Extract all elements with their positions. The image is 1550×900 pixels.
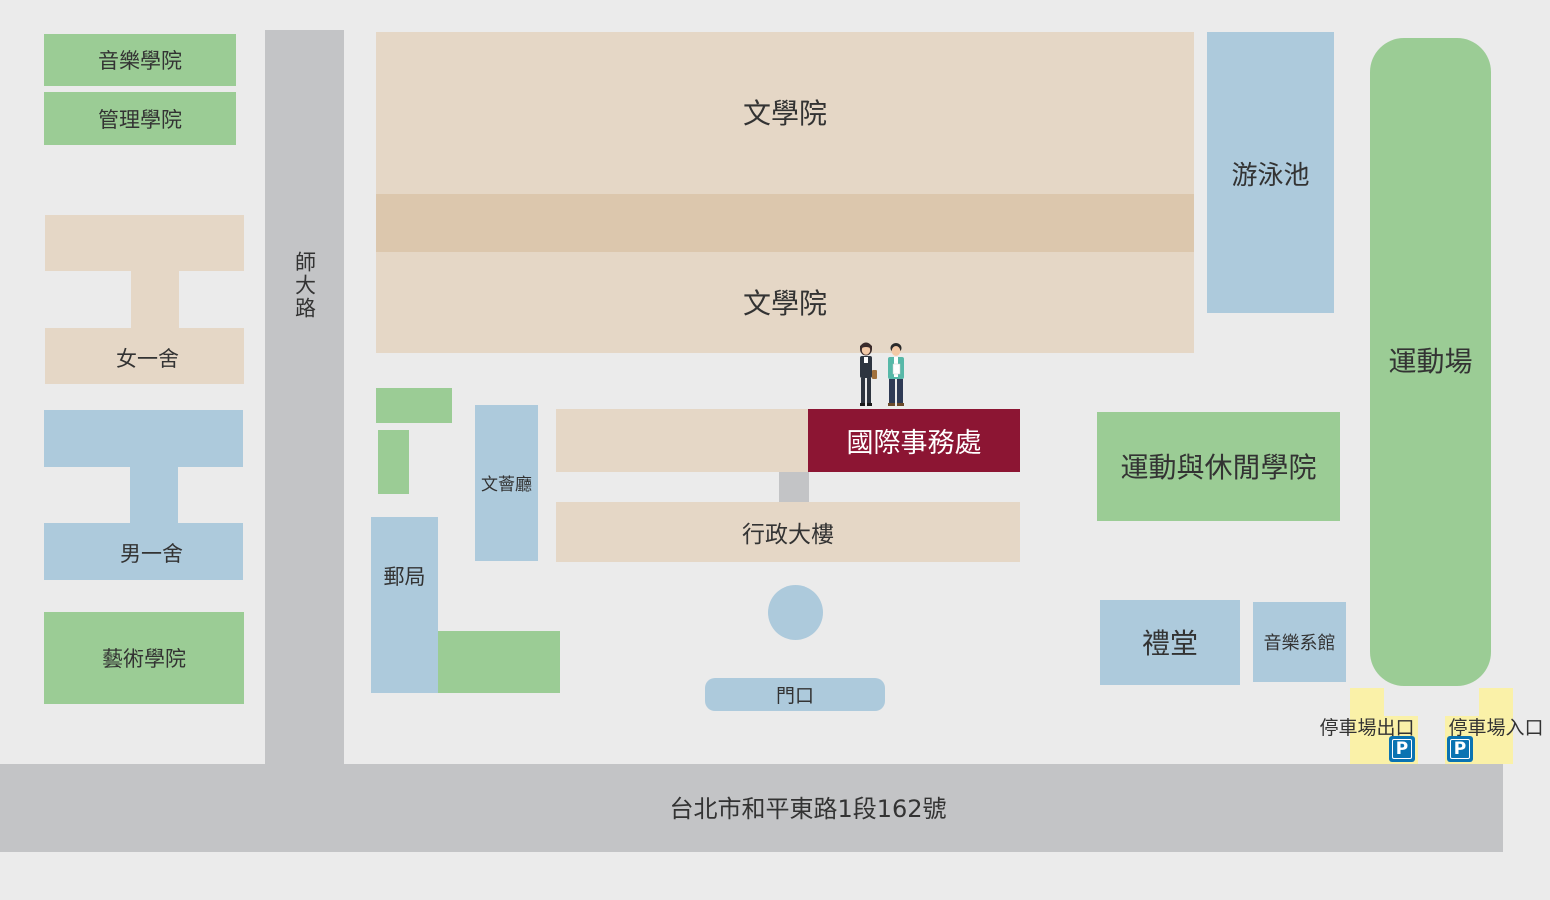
- admin-building-label: 行政大樓: [742, 522, 834, 548]
- music-dept-building[interactable]: [1253, 602, 1346, 682]
- parking-entrance-label: 停車場入口: [1448, 716, 1544, 739]
- arts-college-building[interactable]: [44, 612, 244, 704]
- parking-exit-sign-text: P: [1392, 739, 1412, 759]
- liberal-arts-south-label: 文學院: [742, 287, 827, 320]
- women-dorm-top-wing[interactable]: [45, 215, 244, 271]
- swimming-pool-label: 游泳池: [1231, 160, 1310, 191]
- women-dorm-label: 女一舍: [116, 347, 179, 371]
- men-dorm-top-wing[interactable]: [44, 410, 243, 467]
- post-office-building[interactable]: [371, 517, 438, 693]
- sports-field-label: 運動場: [1388, 345, 1473, 378]
- women-dorm-building[interactable]: [45, 328, 244, 384]
- liberal-arts-north-label: 文學院: [742, 97, 827, 130]
- parking-entrance-top: [1479, 688, 1513, 716]
- sports-leisure-college-label: 運動與休閒學院: [1120, 451, 1317, 484]
- heping-road: [0, 764, 1503, 852]
- parking-exit-sign-icon[interactable]: P: [1389, 736, 1415, 762]
- fountain-circle: [768, 585, 823, 640]
- wenhui-hall-building[interactable]: [475, 405, 538, 561]
- international-affairs-label: 國際事務處: [846, 428, 982, 459]
- visitors-icon: [860, 342, 904, 406]
- sports-field[interactable]: [1370, 38, 1491, 686]
- music-college-label: 音樂學院: [98, 49, 182, 73]
- admin-building[interactable]: [556, 502, 1020, 562]
- arts-college-label: 藝術學院: [102, 647, 186, 671]
- small-green-block-top: [376, 388, 452, 423]
- wenhui-hall-label: 文薈廳: [481, 474, 532, 495]
- main-gate-label: 門口: [775, 685, 814, 707]
- international-affairs-office[interactable]: [808, 409, 1020, 472]
- management-college-building[interactable]: [44, 92, 236, 145]
- small-green-block-side: [378, 430, 409, 494]
- parking-entrance-sign-text: P: [1450, 739, 1470, 759]
- post-office-label: 郵局: [383, 565, 426, 589]
- main-gate[interactable]: [705, 678, 885, 711]
- men-dorm-connector: [130, 467, 178, 523]
- liberal-arts-corridor: [376, 194, 1194, 252]
- admin-connector: [779, 472, 809, 502]
- men-dorm-building[interactable]: [44, 523, 243, 580]
- parking-exit-top: [1350, 688, 1384, 716]
- auditorium-label: 禮堂: [1141, 627, 1198, 660]
- swimming-pool-building[interactable]: [1207, 32, 1334, 313]
- auditorium-building[interactable]: [1100, 600, 1240, 685]
- liberal-arts-north-building[interactable]: [376, 32, 1194, 194]
- parking-entrance-sign-icon[interactable]: P: [1447, 736, 1473, 762]
- shida-road-label: 師大路: [292, 250, 317, 320]
- parking-exit-label: 停車場出口: [1319, 716, 1415, 739]
- sports-leisure-college-building[interactable]: [1097, 412, 1340, 521]
- music-dept-label: 音樂系館: [1263, 633, 1336, 654]
- admin-north-wing[interactable]: [556, 409, 808, 472]
- liberal-arts-south-building[interactable]: [376, 252, 1194, 353]
- heping-road-label: 台北市和平東路1段162號: [669, 794, 947, 823]
- women-dorm-connector: [131, 271, 179, 328]
- post-office-green-annex: [438, 631, 560, 693]
- music-college-building[interactable]: [44, 34, 236, 86]
- men-dorm-label: 男一舍: [120, 541, 183, 566]
- shida-road: [265, 30, 344, 770]
- management-college-label: 管理學院: [98, 107, 182, 132]
